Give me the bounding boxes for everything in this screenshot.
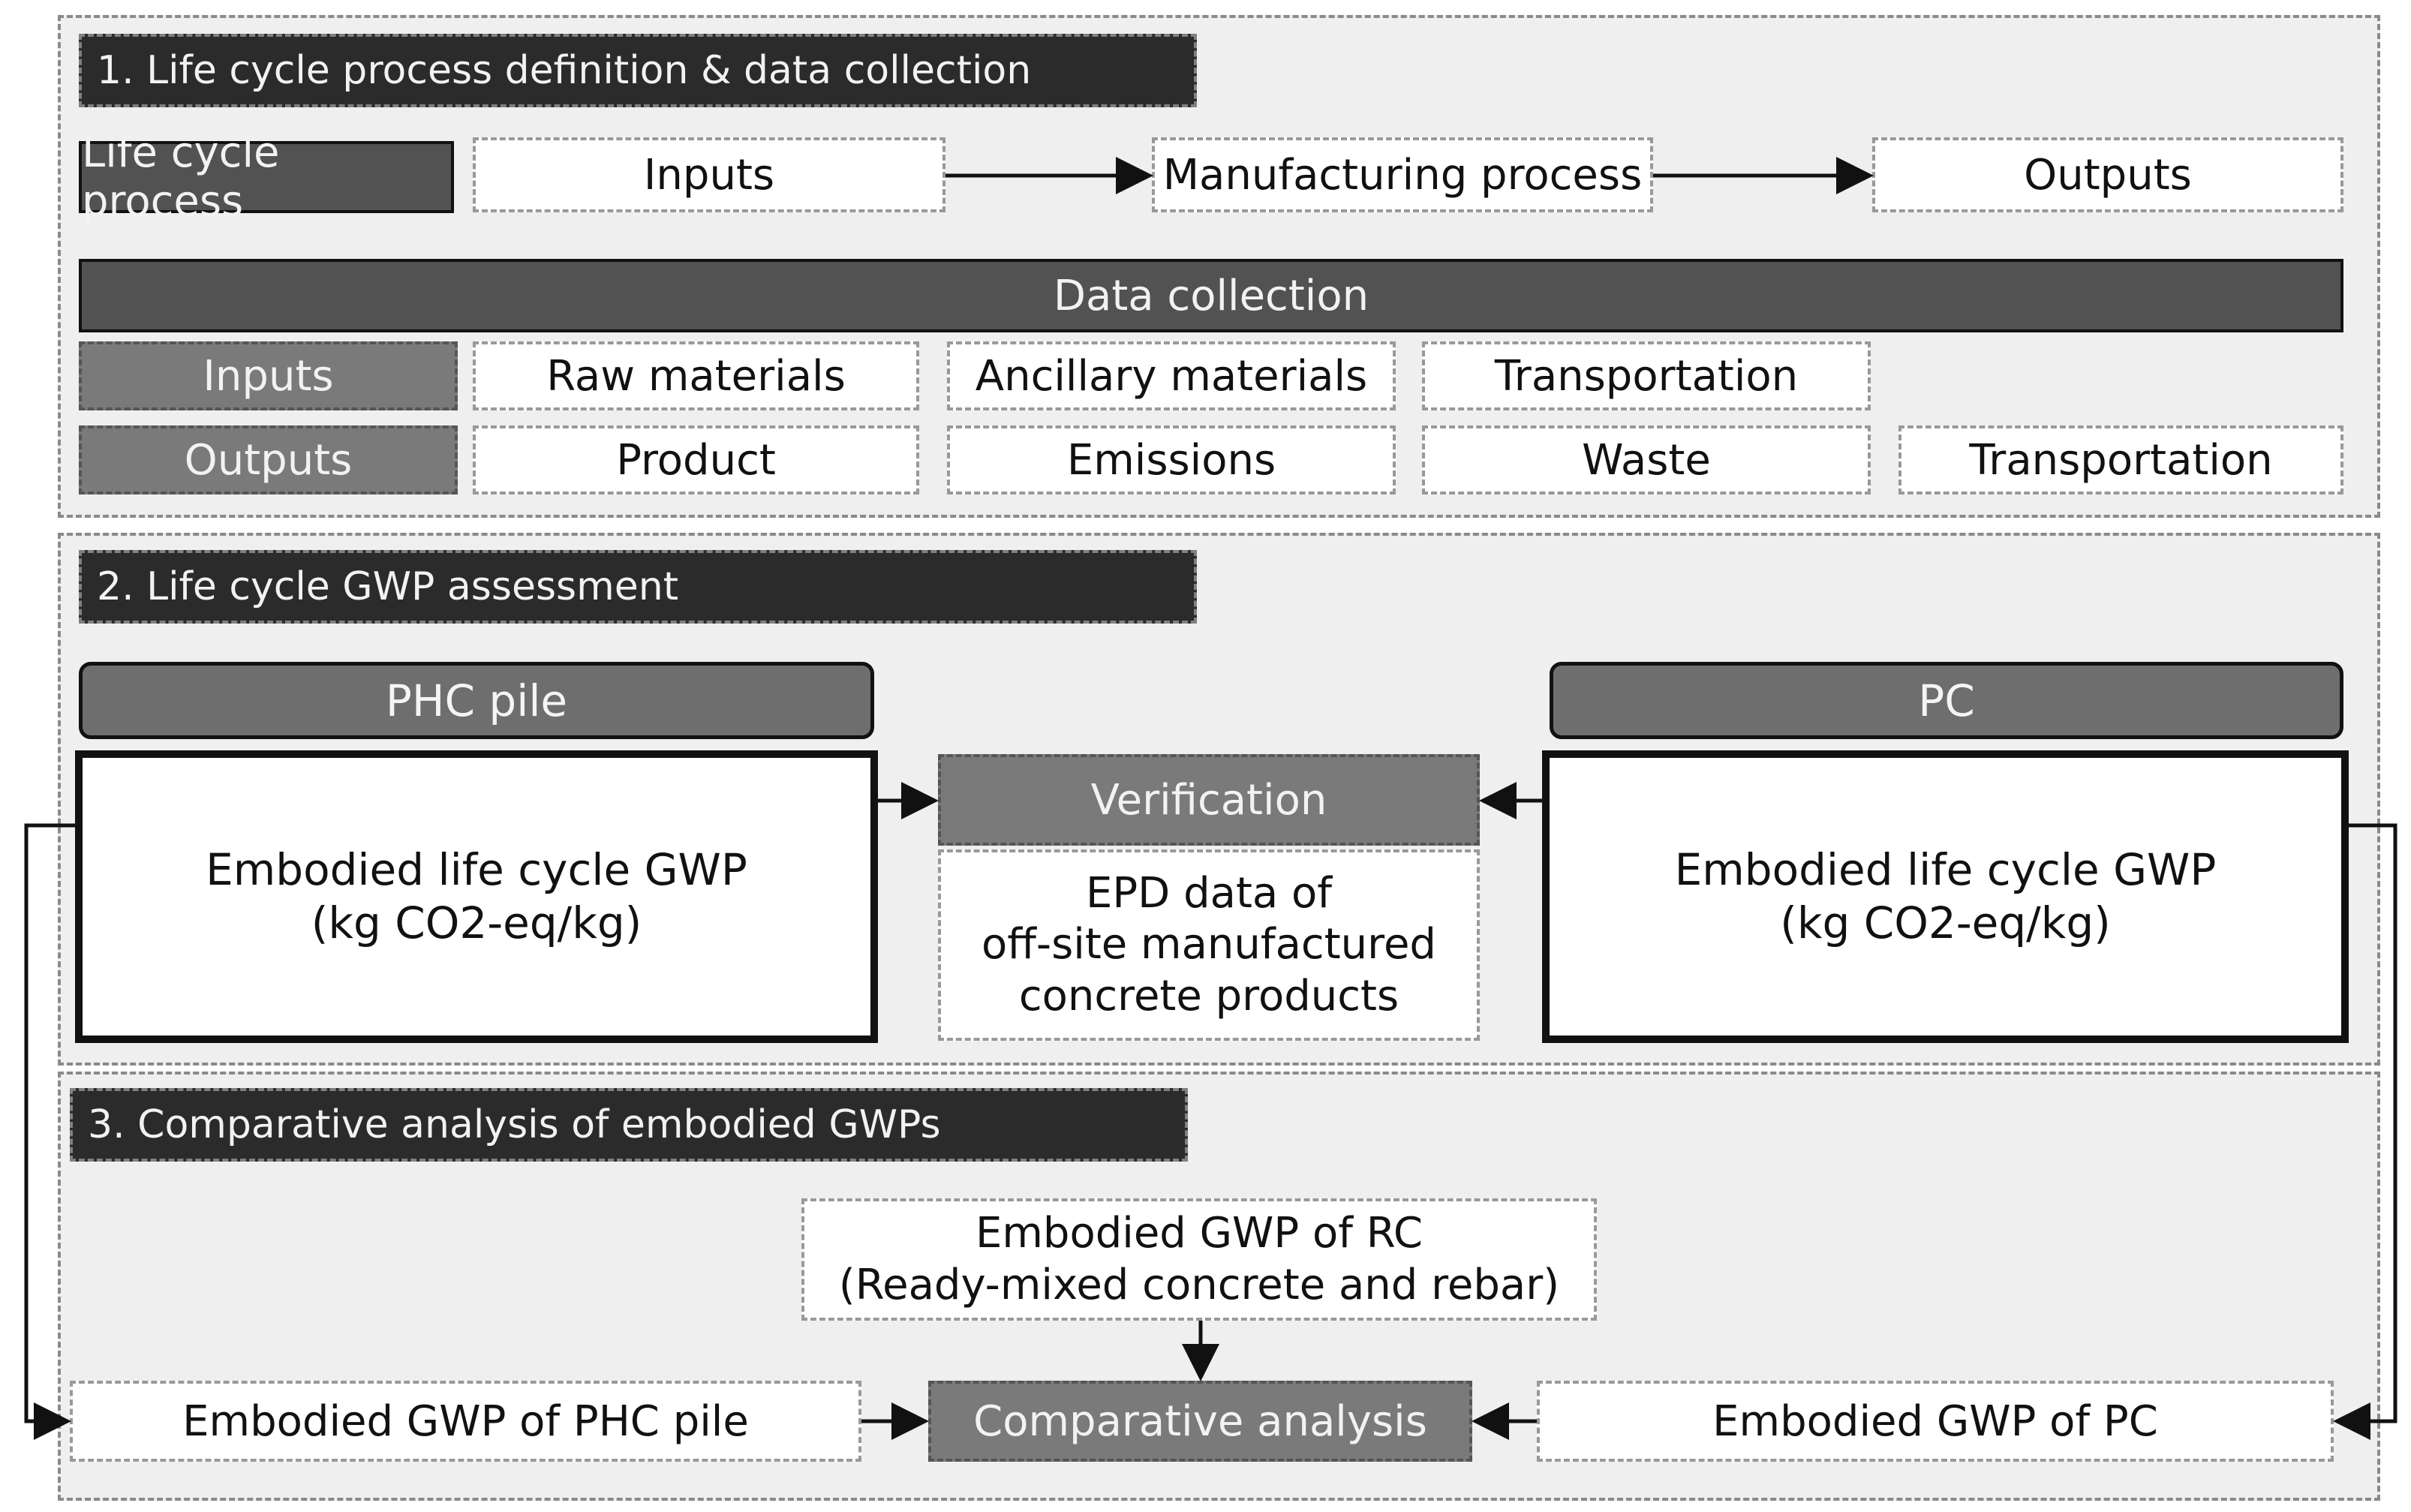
epd-line1: EPD data of — [1086, 869, 1332, 918]
phc-gwp-result-box: Embodied GWP of PHC pile — [70, 1381, 861, 1462]
input-item-raw-materials: Raw materials — [473, 341, 919, 410]
pc-gwp-box: Embodied life cycle GWP (kg CO2-eq/kg) — [1542, 750, 2349, 1043]
output-item-product: Product — [473, 425, 919, 494]
rc-line2: (Ready-mixed concrete and rebar) — [838, 1260, 1560, 1309]
section1-title: 1. Life cycle process definition & data … — [79, 34, 1197, 107]
rc-line1: Embodied GWP of RC — [976, 1209, 1423, 1258]
rc-gwp-box: Embodied GWP of RC (Ready-mixed concrete… — [801, 1198, 1597, 1321]
phc-gwp-box: Embodied life cycle GWP (kg CO2-eq/kg) — [75, 750, 878, 1043]
outputs-label: Outputs — [79, 425, 458, 494]
pc-gwp-result-box: Embodied GWP of PC — [1537, 1381, 2334, 1462]
epd-line3: concrete products — [1018, 971, 1399, 1021]
section2-title: 2. Life cycle GWP assessment — [79, 550, 1197, 624]
section3-title: 3. Comparative analysis of embodied GWPs — [70, 1088, 1188, 1162]
comparative-analysis-box: Comparative analysis — [928, 1381, 1472, 1462]
arrow-phc-gwp-to-result — [24, 823, 75, 1440]
input-item-ancillary-materials: Ancillary materials — [947, 341, 1396, 410]
output-item-transportation: Transportation — [1898, 425, 2343, 494]
flow-outputs-box: Outputs — [1872, 137, 2343, 212]
flow-manufacturing-box: Manufacturing process — [1152, 137, 1653, 212]
epd-line2: off-site manufactured — [982, 920, 1436, 969]
phc-gwp-line2: (kg CO2-eq/kg) — [311, 897, 642, 948]
pc-gwp-line2: (kg CO2-eq/kg) — [1780, 897, 2111, 948]
pc-gwp-line1: Embodied life cycle GWP — [1674, 844, 2217, 896]
input-item-transportation: Transportation — [1422, 341, 1871, 410]
output-item-emissions: Emissions — [947, 425, 1396, 494]
verification-box: Verification — [938, 754, 1480, 846]
data-collection-bar: Data collection — [79, 259, 2343, 332]
pc-header: PC — [1550, 662, 2343, 739]
flow-inputs-box: Inputs — [473, 137, 945, 212]
arrow-pc-gwp-to-result — [2333, 823, 2397, 1440]
epd-data-box: EPD data of off-site manufactured concre… — [938, 849, 1480, 1041]
phc-gwp-line1: Embodied life cycle GWP — [206, 844, 747, 896]
phc-pile-header: PHC pile — [79, 662, 874, 739]
inputs-label: Inputs — [79, 341, 458, 410]
output-item-waste: Waste — [1422, 425, 1871, 494]
